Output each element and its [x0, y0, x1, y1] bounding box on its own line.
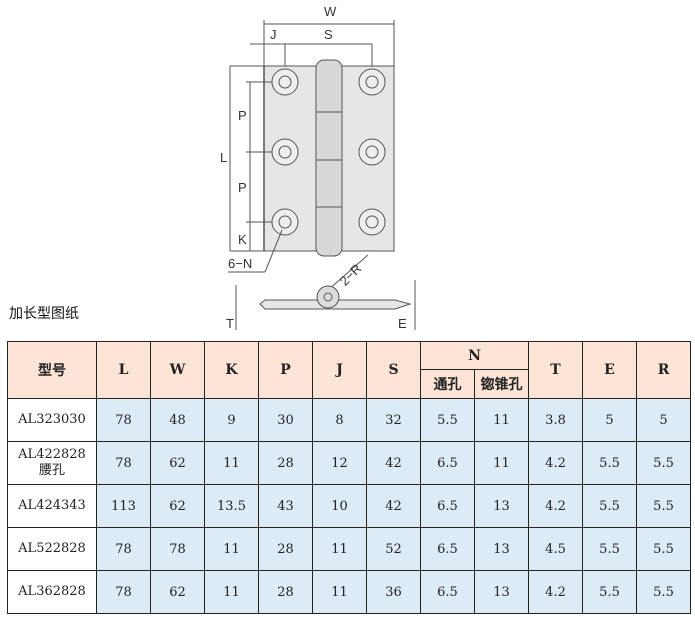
header-N: N — [419, 341, 530, 370]
table-cell: 3.8 — [528, 398, 584, 442]
table-cell: 8 — [312, 398, 367, 442]
table-cell: 13 — [473, 484, 530, 528]
table-cell: 5.5 — [636, 570, 692, 614]
table-cell: 5.5 — [582, 527, 638, 571]
header-W: W — [150, 341, 205, 399]
table-cell: 11 — [204, 441, 259, 485]
table-cell: 78 — [96, 527, 151, 571]
table-cell: 28 — [258, 570, 313, 614]
table-cell: 28 — [258, 441, 313, 485]
header-K: K — [204, 341, 259, 399]
dim-label-L: L — [220, 150, 227, 165]
table-cell: 30 — [258, 398, 313, 442]
dim-label-E: E — [398, 316, 407, 331]
table-cell: 5.5 — [636, 527, 692, 571]
table-cell: 36 — [366, 570, 421, 614]
cell-model: AL522828 — [7, 527, 97, 571]
dim-label-R: 2−R — [337, 261, 365, 289]
table-cell: 13.5 — [204, 484, 259, 528]
table-cell: 5.5 — [582, 441, 638, 485]
cell-model: AL422828 腰孔 — [7, 441, 97, 485]
table-cell: 6.5 — [420, 484, 475, 528]
table-cell: 28 — [258, 527, 313, 571]
table-cell: 11 — [204, 570, 259, 614]
cell-model: AL323030 — [7, 398, 97, 442]
cell-model: AL362828 — [7, 570, 97, 614]
dim-label-P2: P — [238, 180, 247, 195]
drawing-caption: 加长型图纸 — [9, 306, 79, 322]
header-N-countersunk: 锪锥孔 — [473, 369, 530, 399]
table-cell: 42 — [366, 441, 421, 485]
dim-label-T: T — [226, 316, 234, 331]
header-L: L — [96, 341, 151, 399]
table-cell: 6.5 — [420, 527, 475, 571]
dim-label-K: K — [238, 232, 247, 247]
table-cell: 11 — [473, 398, 530, 442]
dim-label-P1: P — [238, 108, 247, 123]
table-cell: 4.2 — [528, 441, 584, 485]
table-cell: 9 — [204, 398, 259, 442]
dim-label-N: 6−N — [228, 256, 252, 271]
table-cell: 62 — [150, 484, 205, 528]
table-cell: 5.5 — [636, 441, 692, 485]
header-S: S — [366, 341, 421, 399]
header-N-through: 通孔 — [420, 369, 475, 399]
dim-label-S: S — [324, 27, 333, 42]
table-cell: 11 — [312, 527, 367, 571]
table-cell: 5 — [636, 398, 692, 442]
table-cell: 5.5 — [636, 484, 692, 528]
table-cell: 32 — [366, 398, 421, 442]
table-cell: 42 — [366, 484, 421, 528]
table-cell: 4.2 — [528, 484, 584, 528]
table-cell: 10 — [312, 484, 367, 528]
header-R: R — [636, 341, 692, 399]
table-cell: 6.5 — [420, 570, 475, 614]
table-cell: 12 — [312, 441, 367, 485]
table-cell: 5.5 — [420, 398, 475, 442]
table-cell: 52 — [366, 527, 421, 571]
table-cell: 62 — [150, 441, 205, 485]
table-cell: 48 — [150, 398, 205, 442]
table-cell: 78 — [96, 398, 151, 442]
header-P: P — [258, 341, 313, 399]
table-cell: 5 — [582, 398, 638, 442]
header-model: 型号 — [7, 341, 97, 399]
table-cell: 11 — [473, 441, 530, 485]
header-J: J — [312, 341, 367, 399]
header-E: E — [582, 341, 638, 399]
dim-label-J: J — [270, 27, 277, 42]
table-cell: 13 — [473, 570, 530, 614]
table-cell: 5.5 — [582, 484, 638, 528]
table-cell: 4.2 — [528, 570, 584, 614]
table-cell: 4.5 — [528, 527, 584, 571]
table-cell: 43 — [258, 484, 313, 528]
dim-label-W: W — [324, 4, 337, 19]
table-cell: 11 — [312, 570, 367, 614]
table-cell: 5.5 — [582, 570, 638, 614]
table-cell: 11 — [204, 527, 259, 571]
cell-model: AL424343 — [7, 484, 97, 528]
table-cell: 78 — [150, 527, 205, 571]
table-cell: 78 — [96, 441, 151, 485]
table-cell: 6.5 — [420, 441, 475, 485]
table-cell: 78 — [96, 570, 151, 614]
table-cell: 62 — [150, 570, 205, 614]
table-cell: 13 — [473, 527, 530, 571]
table-cell: 113 — [96, 484, 151, 528]
header-T: T — [528, 341, 584, 399]
hinge-technical-drawing: W J S L P P K 6−N 2−R T E — [220, 4, 416, 331]
